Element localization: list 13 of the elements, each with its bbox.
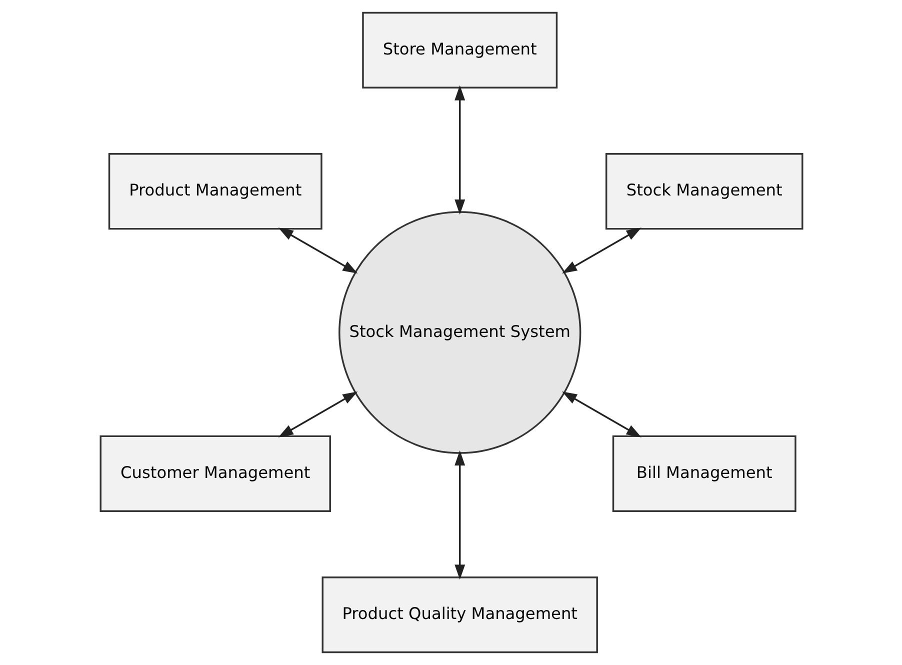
node-circle: Stock Management System <box>338 211 581 454</box>
node-box: Product Quality Management <box>321 576 598 654</box>
node-box: Stock Management <box>604 153 803 230</box>
arrow <box>278 391 358 438</box>
node-box: Bill Management <box>612 435 796 512</box>
arrow <box>562 228 641 274</box>
arrow <box>454 85 465 215</box>
node-box: Store Management <box>362 12 558 89</box>
arrow <box>278 228 358 274</box>
node-box: Product Management <box>108 153 322 230</box>
node-box: Customer Management <box>99 435 330 512</box>
arrow <box>562 391 641 438</box>
arrow <box>454 450 465 580</box>
